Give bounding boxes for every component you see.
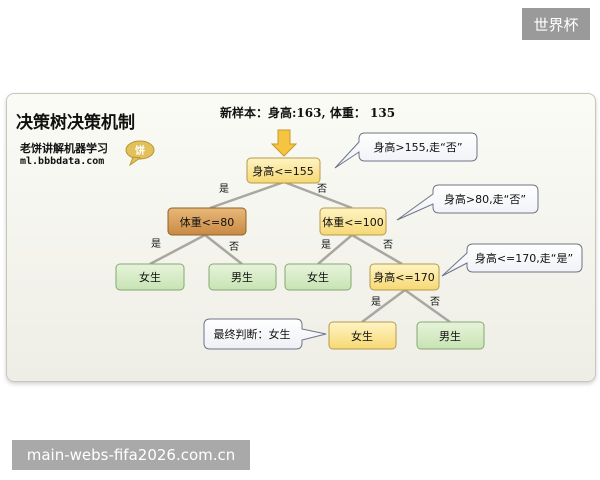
edge-wl-no: [204, 234, 243, 265]
edge-wl-yes: [149, 233, 206, 266]
node-root: 身高<=155: [246, 157, 321, 184]
callout-3: 身高<=170,走“是”: [441, 243, 583, 277]
callout-4-text: 最终判断：女生: [214, 327, 291, 341]
leaf-final-female-label: 女生: [351, 329, 373, 343]
callout-3-text: 身高<=170,走“是”: [475, 251, 573, 265]
brand-name: 老饼讲解机器学习: [19, 141, 108, 155]
edge-label-hr-yes: 是: [371, 296, 381, 308]
edge-label-wl-yes: 是: [151, 238, 161, 250]
callout-1: 身高>155,走“否”: [334, 132, 478, 169]
top-badge: 世界杯: [522, 8, 590, 40]
edge-label-hr-no: 否: [430, 296, 440, 308]
edge-wr-no: [351, 233, 403, 266]
node-height-right-label: 身高<=170: [373, 270, 434, 284]
callout-1-text: 身高>155,走“否”: [373, 140, 462, 154]
watermark: main-webs-fifa2026.com.cn: [12, 440, 250, 470]
edge-label-root-no: 否: [317, 183, 327, 195]
node-height-right: 身高<=170: [369, 263, 440, 291]
leaf-left-male-label: 男生: [231, 270, 253, 284]
leaf-left-female-label: 女生: [139, 270, 161, 284]
leaf-mid-female: 女生: [284, 263, 352, 291]
leaf-final-female: 女生: [328, 321, 397, 350]
node-weight-left-label: 体重<=80: [180, 215, 234, 229]
brand-logo-char: 饼: [135, 144, 145, 157]
node-weight-left: 体重<=80: [167, 207, 247, 236]
edge-root-yes: [209, 180, 285, 210]
edge-root-no: [283, 180, 353, 210]
edge-wr-yes: [317, 234, 353, 265]
new-sample-text: 新样本：身高:163, 体重： 135: [220, 105, 395, 120]
leaf-left-female: 女生: [115, 263, 185, 291]
leaf-final-male: 男生: [416, 321, 485, 350]
node-weight-right-label: 体重<=100: [322, 215, 383, 229]
edge-label-root-yes: 是: [219, 183, 229, 195]
callout-2: 身高>80,走“否”: [396, 184, 539, 221]
down-arrow-icon: [270, 129, 298, 157]
brand-site: ml.bbbdata.com: [20, 156, 104, 167]
callout-4: 最终判断：女生: [203, 318, 327, 350]
edge-label-wr-yes: 是: [321, 239, 331, 251]
tree-edges: [149, 180, 451, 324]
callout-2-text: 身高>80,走“否”: [444, 192, 526, 206]
edge-label-wl-no: 否: [229, 241, 239, 253]
diagram-title: 决策树决策机制: [16, 112, 135, 133]
leaf-final-male-label: 男生: [439, 329, 461, 343]
leaf-left-male: 男生: [208, 263, 277, 291]
node-root-label: 身高<=155: [252, 164, 313, 178]
edge-label-wr-no: 否: [383, 239, 393, 251]
edge-hr-no: [404, 288, 451, 324]
edge-hr-yes: [361, 288, 406, 324]
brand-logo-icon: 饼: [125, 140, 155, 167]
node-weight-right: 体重<=100: [319, 207, 387, 236]
leaf-mid-female-label: 女生: [307, 270, 329, 284]
